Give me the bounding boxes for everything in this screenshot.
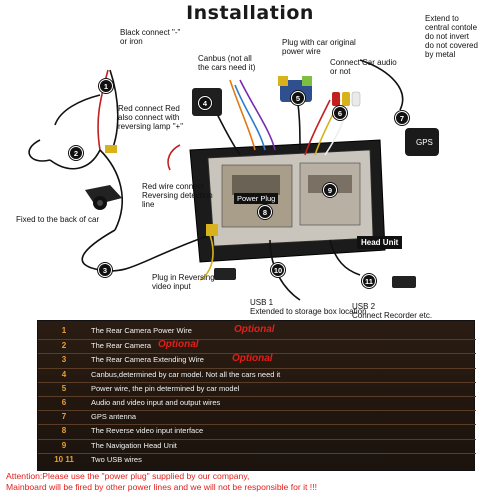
attention-note: Attention:Please use the "power plug" su…	[6, 471, 496, 493]
head-unit-label: Head Unit	[357, 236, 403, 249]
usb-2-connector	[392, 276, 416, 288]
callout-red-wire: Red wire connect Reversing detection lin…	[142, 182, 213, 209]
legend-row: 1 The Rear Camera Power Wire Optional	[38, 324, 476, 338]
installation-diagram	[28, 59, 439, 301]
callout-plug-power: Plug with car original power wire	[282, 38, 356, 56]
legend-row-number: 9	[61, 440, 67, 450]
legend-row-description: Power wire, the pin determined by car mo…	[91, 383, 240, 393]
legend-row-description: The Navigation Head Unit	[91, 440, 177, 450]
callout-connect-car-audio: Connect Car audio or not	[330, 58, 397, 76]
callout-usb2: USB 2 Connect Recorder etc.	[352, 302, 433, 320]
legend-row: 2 The Rear Camera Optional	[38, 339, 476, 352]
legend-row-description: Canbus,determined by car model. Not all …	[91, 369, 281, 379]
callout-fixed-back: Fixed to the back of car	[16, 215, 100, 224]
legend-row: 9 The Navigation Head Unit	[38, 438, 476, 452]
legend-row: 7 GPS antenna	[38, 410, 476, 423]
legend-row-description: The Rear Camera Power Wire	[91, 326, 192, 335]
marker-8: 8	[258, 205, 272, 219]
usb-1-connector	[214, 268, 236, 280]
marker-6: 6	[333, 106, 347, 120]
legend-row: 5 Power wire, the pin determined by car m…	[38, 381, 476, 395]
legend-row-description: The Rear Camera Extending Wire	[91, 355, 204, 365]
legend-row: 10 11 Two USB wires	[38, 452, 476, 466]
legend-row: 3 The Rear Camera Extending Wire Optional	[38, 353, 476, 366]
legend-row-number: 5	[61, 383, 67, 393]
legend-row: 4 Canbus,determined by car model. Not all…	[38, 367, 476, 381]
marker-9: 9	[323, 183, 337, 197]
legend-row-number: 8	[61, 426, 67, 436]
marker-3: 3	[98, 263, 112, 277]
callout-red-connect: Red connect Red also connect with revers…	[118, 104, 184, 131]
marker-10: 10	[271, 263, 285, 277]
legend-row-number: 3	[61, 355, 67, 365]
head-unit-illustration	[189, 139, 386, 263]
power-plug-label: Power Plug	[234, 193, 279, 204]
legend-row: 8 The Reverse video input interface	[38, 424, 476, 437]
gps-label: GPS	[416, 138, 433, 147]
legend-row-optional-tag: Optional	[158, 339, 199, 351]
marker-5: 5	[291, 91, 305, 105]
legend-row-number: 7	[61, 412, 67, 422]
legend-row-number: 2	[61, 341, 67, 351]
legend-row-optional-tag: Optional	[232, 353, 273, 365]
attention-line-1: Attention:Please use the "power plug" su…	[6, 471, 250, 481]
legend-row-description: GPS antenna	[91, 412, 137, 422]
gps-antenna	[405, 128, 439, 156]
callout-usb1: USB 1 Extended to storage box location	[250, 298, 367, 316]
callout-canbus: Canbus (not all the cars need it)	[198, 54, 256, 72]
legend-row: 6 Audio and video input and output wires	[38, 396, 476, 409]
marker-1: 1	[99, 79, 113, 93]
marker-11: 11	[362, 274, 376, 288]
legend-row-number: 10 11	[54, 454, 74, 464]
marker-4: 4	[198, 96, 212, 110]
legend-row-number: 1	[61, 326, 67, 335]
attention-line-2: Mainboard will be fired by other power l…	[6, 482, 317, 492]
callout-extend-console: Extend to central contole do not invert …	[425, 14, 478, 59]
legend-row-description: The Reverse video input interface	[91, 426, 204, 436]
legend-row-description: Audio and video input and output wires	[91, 398, 221, 407]
legend-row-number: 6	[61, 398, 67, 407]
page-title: Installation	[186, 2, 314, 24]
marker-2: 2	[69, 146, 83, 160]
callout-black-connect: Black connect "-" or iron	[120, 28, 181, 46]
callout-plug-reversing: Plug in Reversing video input	[152, 273, 215, 291]
rear-camera-illustration	[85, 185, 122, 210]
legend-row-description: Two USB wires	[91, 454, 142, 464]
legend-row-number: 4	[61, 369, 67, 379]
marker-7: 7	[395, 111, 409, 125]
legend-row-description: The Rear Camera	[91, 341, 152, 351]
legend-row-optional-tag: Optional	[234, 324, 275, 335]
